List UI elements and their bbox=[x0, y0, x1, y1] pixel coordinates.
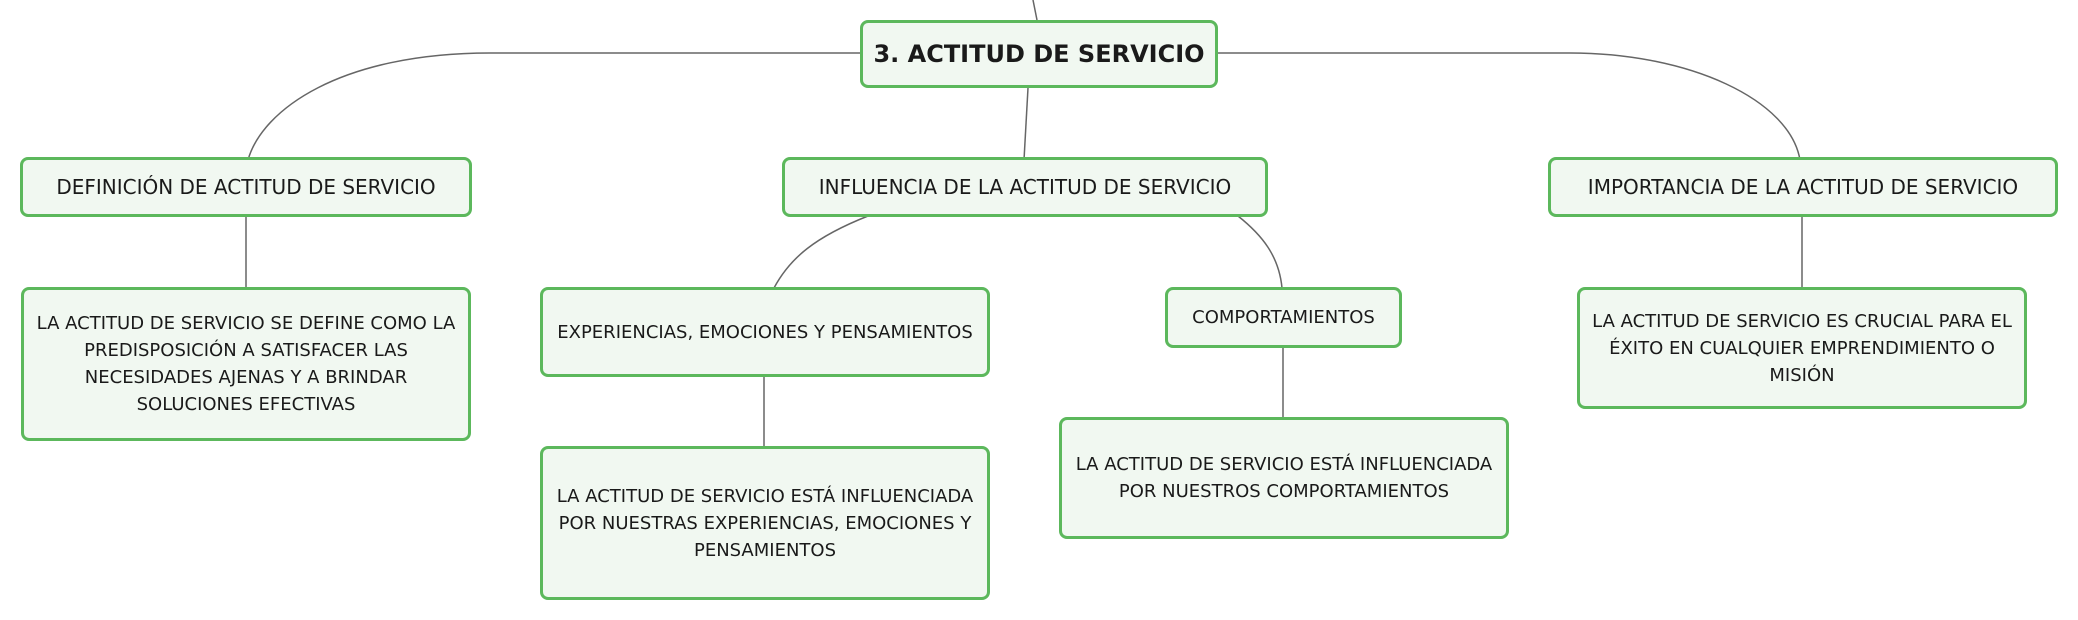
definition-detail-node[interactable]: LA ACTITUD DE SERVICIO SE DEFINE COMO LA… bbox=[21, 287, 471, 441]
behaviors-title: COMPORTAMIENTOS bbox=[1192, 307, 1375, 328]
topic-influence-title: INFLUENCIA DE LA ACTITUD DE SERVICIO bbox=[818, 175, 1232, 199]
connector-root-to-definition bbox=[247, 52, 862, 161]
importance-detail-text: LA ACTITUD DE SERVICIO ES CRUCIAL PARA E… bbox=[1592, 310, 2012, 386]
topic-influence-node[interactable]: INFLUENCIA DE LA ACTITUD DE SERVICIO bbox=[782, 157, 1268, 217]
topic-definition-title: DEFINICIÓN DE ACTITUD DE SERVICIO bbox=[56, 175, 436, 199]
behaviors-node[interactable]: COMPORTAMIENTOS bbox=[1165, 287, 1402, 348]
experiences-detail-text: LA ACTITUD DE SERVICIO ESTÁ INFLUENCIADA… bbox=[556, 485, 974, 561]
topic-importance-node[interactable]: IMPORTANCIA DE LA ACTITUD DE SERVICIO bbox=[1548, 157, 2058, 217]
experiences-title: EXPERIENCIAS, EMOCIONES Y PENSAMIENTOS bbox=[557, 321, 973, 343]
connector-root-to-influence bbox=[1023, 87, 1029, 161]
connector-influence-to-experiences bbox=[773, 215, 869, 289]
behaviors-detail-node[interactable]: LA ACTITUD DE SERVICIO ESTÁ INFLUENCIADA… bbox=[1059, 417, 1509, 539]
connector-influence-to-behaviors bbox=[1237, 215, 1283, 289]
importance-detail-node[interactable]: LA ACTITUD DE SERVICIO ES CRUCIAL PARA E… bbox=[1577, 287, 2027, 409]
topic-definition-node[interactable]: DEFINICIÓN DE ACTITUD DE SERVICIO bbox=[20, 157, 472, 217]
connector-parent-to-root bbox=[1032, 0, 1038, 21]
connector-root-to-importance bbox=[1216, 52, 1801, 161]
experiences-node[interactable]: EXPERIENCIAS, EMOCIONES Y PENSAMIENTOS bbox=[540, 287, 990, 377]
topic-importance-title: IMPORTANCIA DE LA ACTITUD DE SERVICIO bbox=[1587, 175, 2019, 199]
definition-detail-text: LA ACTITUD DE SERVICIO SE DEFINE COMO LA… bbox=[36, 313, 456, 415]
experiences-detail-node[interactable]: LA ACTITUD DE SERVICIO ESTÁ INFLUENCIADA… bbox=[540, 446, 990, 600]
behaviors-detail-text: LA ACTITUD DE SERVICIO ESTÁ INFLUENCIADA… bbox=[1075, 454, 1493, 502]
root-node[interactable]: 3. ACTITUD DE SERVICIO bbox=[860, 20, 1218, 88]
root-title: 3. ACTITUD DE SERVICIO bbox=[873, 40, 1205, 68]
